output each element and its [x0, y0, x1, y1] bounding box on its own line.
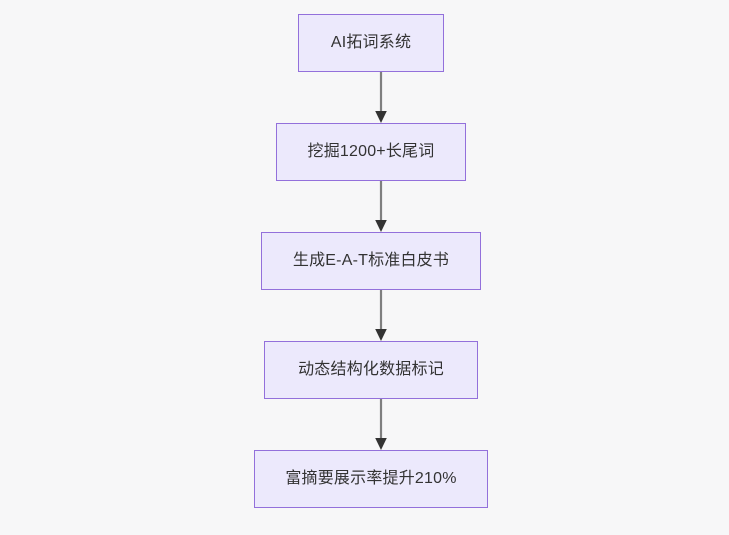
flow-node-mine-longtail-keywords[interactable]: 挖掘1200+长尾词: [276, 123, 466, 181]
flow-node-label: AI拓词系统: [330, 34, 412, 52]
flow-node-label: 富摘要展示率提升210%: [285, 470, 457, 488]
flow-node-dynamic-structured-data-markup[interactable]: 动态结构化数据标记: [264, 341, 478, 399]
flow-node-label: 挖掘1200+长尾词: [307, 143, 435, 161]
flow-node-generate-eat-whitepaper[interactable]: 生成E-A-T标准白皮书: [261, 232, 481, 290]
flow-node-rich-snippet-impression-lift[interactable]: 富摘要展示率提升210%: [254, 450, 488, 508]
flow-node-ai-keyword-system[interactable]: AI拓词系统: [298, 14, 444, 72]
flow-node-label: 动态结构化数据标记: [298, 361, 444, 379]
flow-node-label: 生成E-A-T标准白皮书: [292, 252, 450, 270]
